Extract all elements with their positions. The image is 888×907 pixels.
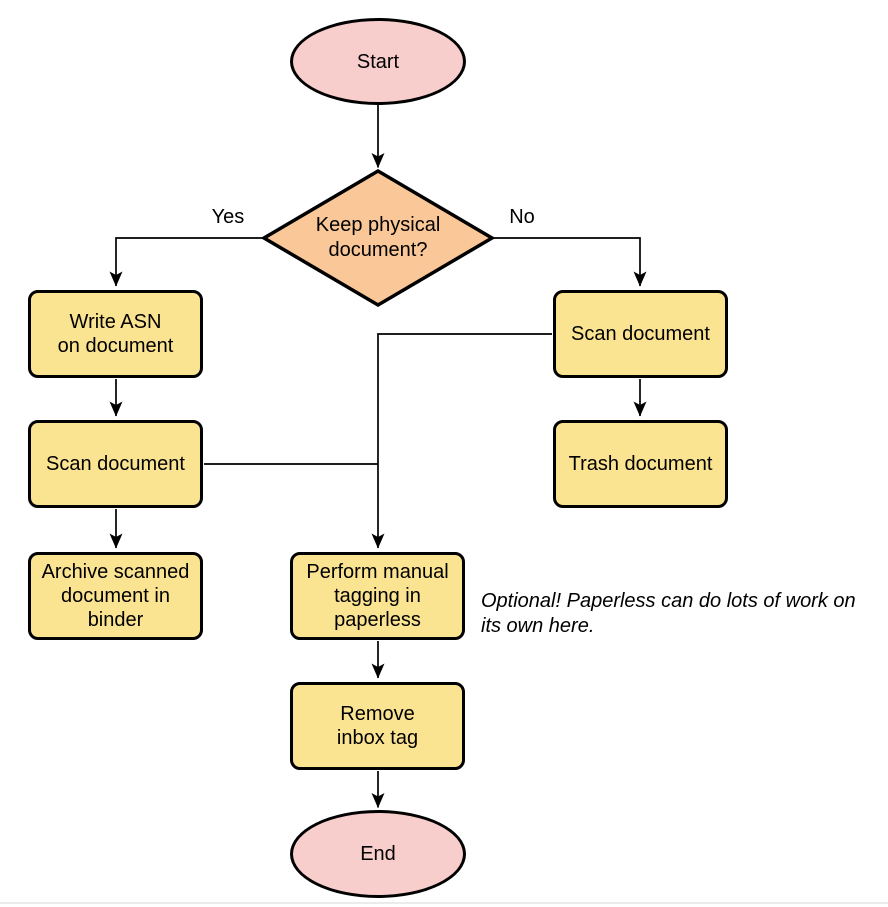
node-trash-document: Trash document (553, 420, 728, 508)
node-scan-document-right: Scan document (553, 290, 728, 378)
node-scan-document-left: Scan document (28, 420, 203, 508)
edge-scan-right-to-tagging (371, 333, 552, 549)
edge-decision-no-to-scan-right (493, 237, 647, 287)
node-write-asn-on-document: Write ASN on document (28, 290, 203, 378)
bottom-divider (0, 902, 888, 904)
node-perform-manual-tagging: Perform manual tagging in paperless (290, 552, 465, 640)
node-start: Start (290, 18, 466, 105)
node-end: End (290, 810, 466, 898)
edge-label-no: No (509, 206, 535, 228)
edge-decision-yes-to-write-asn (109, 237, 263, 287)
node-decision-label: Keep physical document? (315, 214, 441, 261)
decision-diamond-shape (260, 168, 496, 308)
optional-note: Optional! Paperless can do lots of work … (481, 590, 856, 637)
node-archive-scanned-document: Archive scanned document in binder (28, 552, 203, 640)
node-remove-inbox-tag: Remove inbox tag (290, 682, 465, 770)
edge-label-yes: Yes (211, 206, 245, 228)
